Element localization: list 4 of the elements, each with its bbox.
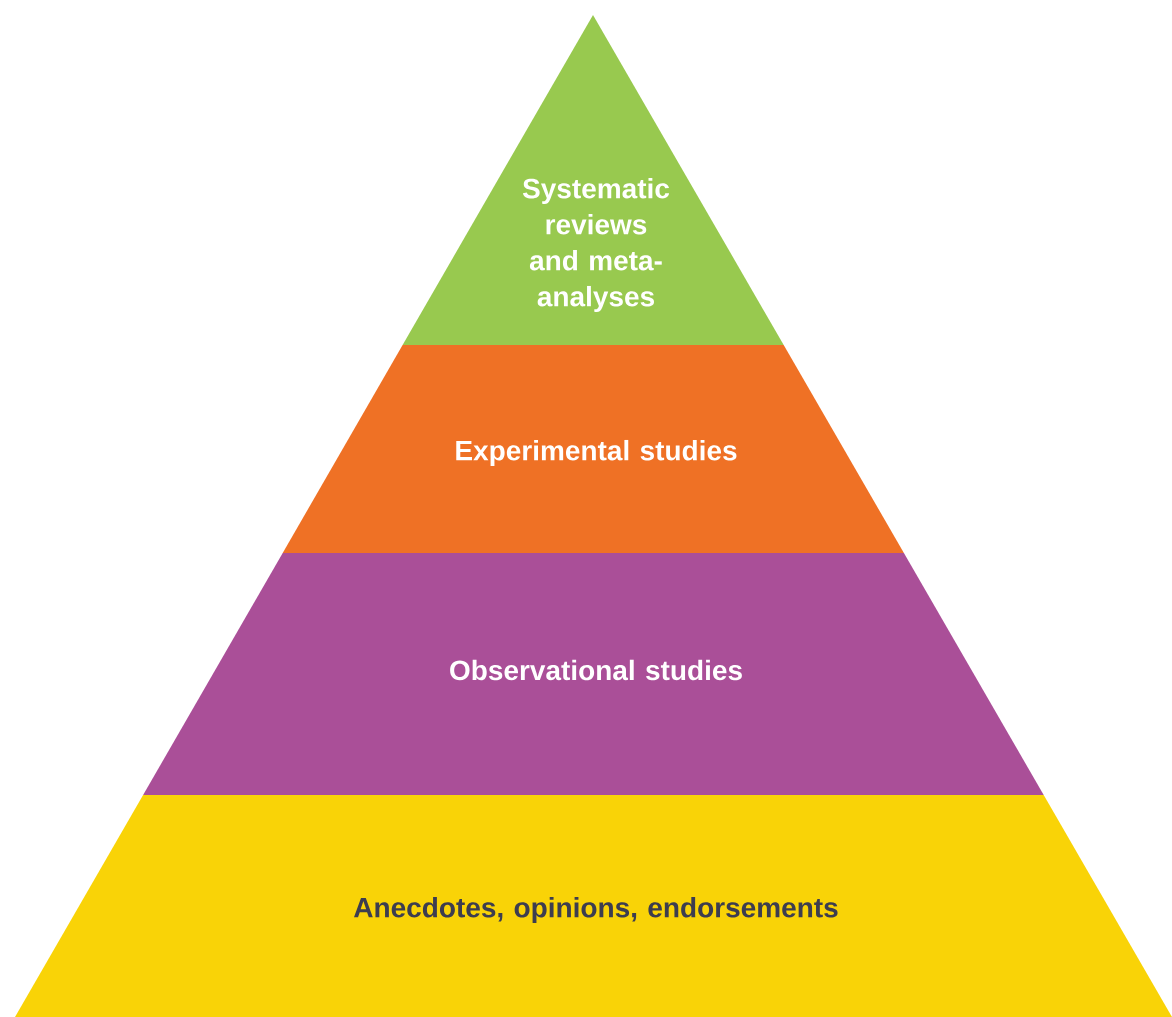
pyramid-level: Observational studies	[143, 553, 1044, 795]
pyramid-level: Anecdotes, opinions, endorsements	[15, 795, 1172, 1017]
pyramid-level: Experimental studies	[282, 345, 904, 553]
pyramid-level: Systematic reviews and meta-analyses	[402, 15, 784, 345]
